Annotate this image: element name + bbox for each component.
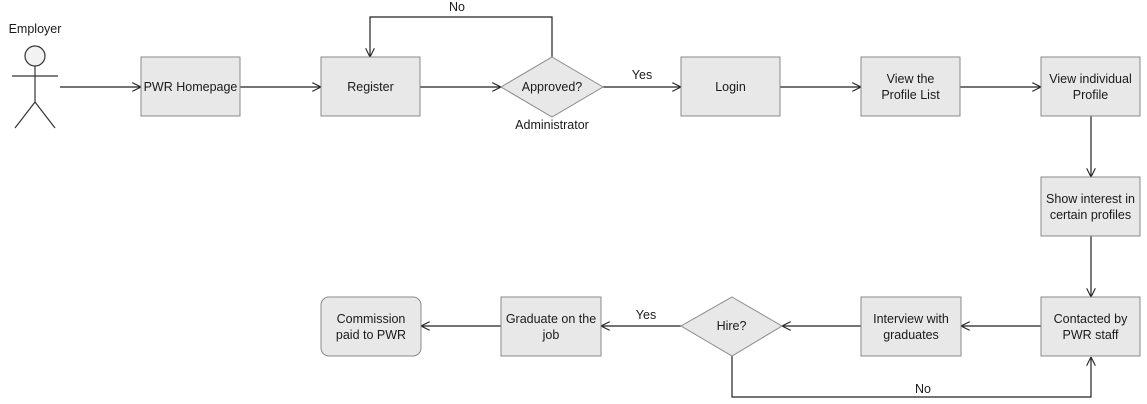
node-commission-paid: Commission paid to PWR (320, 296, 422, 357)
edge-approved-no-loop (370, 16, 553, 57)
edge-hire-no-to-contacted (731, 356, 1091, 398)
node-register-label: Register (347, 80, 394, 94)
node-view-individual-profile-line1: View individual (1049, 72, 1131, 86)
node-register: Register (320, 56, 421, 117)
node-graduate-on-job-line1: Graduate on the (506, 312, 596, 326)
node-view-profile-list-line2: Profile List (881, 88, 940, 102)
employer-actor-label: Employer (9, 22, 62, 36)
node-view-profile-list: View the Profile List (860, 56, 961, 117)
node-pwr-homepage: PWR Homepage (140, 56, 241, 117)
node-graduate-on-job-line2: job (542, 328, 560, 342)
edge-label-approved-no: No (449, 0, 465, 14)
edge-label-hire-no: No (915, 382, 931, 396)
node-show-interest-line1: Show interest in (1046, 192, 1135, 206)
node-interview-graduates: Interview with graduates (860, 296, 962, 357)
node-show-interest: Show interest in certain profiles (1040, 176, 1141, 237)
edge-label-approved-yes: Yes (632, 68, 652, 82)
node-approved-decision: Approved? (500, 56, 604, 118)
node-commission-paid-line1: Commission (337, 312, 406, 326)
node-interview-graduates-line2: graduates (883, 328, 939, 342)
node-hire-label: Hire? (717, 319, 747, 333)
node-login: Login (680, 56, 781, 117)
node-approved-caption: Administrator (515, 118, 589, 132)
node-view-profile-list-line1: View the (887, 72, 935, 86)
node-pwr-homepage-label: PWR Homepage (144, 80, 238, 94)
node-show-interest-line2: certain profiles (1050, 208, 1131, 222)
node-contacted-by-staff: Contacted by PWR staff (1040, 296, 1141, 357)
node-view-individual-profile-line2: Profile (1073, 88, 1108, 102)
node-graduate-on-job: Graduate on the job (500, 296, 602, 357)
node-commission-paid-line2: paid to PWR (336, 328, 406, 342)
node-interview-graduates-line1: Interview with (873, 312, 949, 326)
node-view-individual-profile: View individual Profile (1040, 56, 1141, 117)
node-contacted-by-staff-line2: PWR staff (1062, 328, 1119, 342)
node-login-label: Login (715, 80, 746, 94)
node-contacted-by-staff-line1: Contacted by (1054, 312, 1128, 326)
employer-actor-icon (12, 45, 58, 129)
node-approved-label: Approved? (522, 80, 583, 94)
edge-label-hire-yes: Yes (636, 308, 656, 322)
node-hire-decision: Hire? (680, 296, 783, 357)
